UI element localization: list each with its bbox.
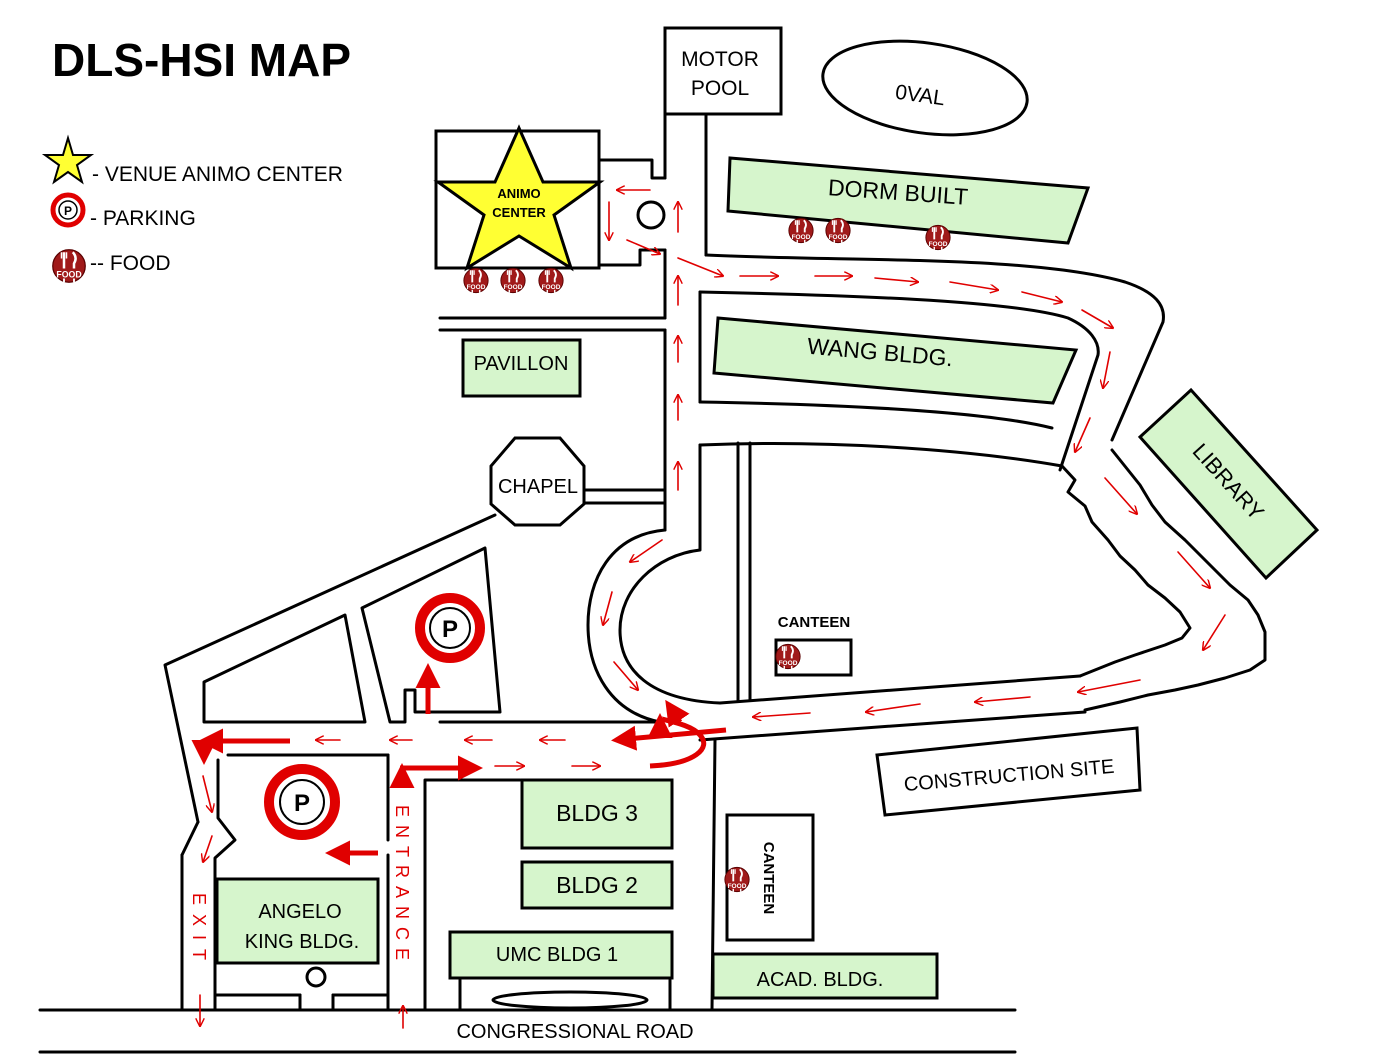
svg-text:POOL: POOL — [691, 77, 749, 100]
food-icon[interactable] — [824, 217, 852, 244]
library[interactable]: LIBRARY — [1137, 387, 1320, 581]
legend-food-label: -- FOOD — [90, 252, 170, 275]
svg-text:P: P — [64, 204, 72, 218]
svg-text:ACAD. BLDG.: ACAD. BLDG. — [757, 969, 884, 991]
svg-text:ANGELO: ANGELO — [258, 901, 341, 923]
acad-bldg[interactable]: ACAD. BLDG. — [711, 952, 939, 1000]
dorm-built[interactable]: DORM BUILT — [726, 156, 1091, 245]
svg-text:UMC BLDG 1: UMC BLDG 1 — [496, 944, 618, 966]
exit-label: EXIT — [189, 893, 209, 969]
congressional-road-label: CONGRESSIONAL ROAD — [456, 1021, 693, 1043]
chapel[interactable]: CHAPEL — [489, 436, 586, 527]
venue-star-legend-icon — [41, 134, 95, 185]
svg-text:P: P — [294, 790, 310, 817]
svg-text:KING BLDG.: KING BLDG. — [245, 931, 359, 953]
food-icon[interactable] — [787, 217, 815, 244]
svg-text:P: P — [442, 616, 458, 643]
svg-text:CHAPEL: CHAPEL — [498, 476, 578, 498]
food-icon[interactable] — [499, 267, 527, 294]
map-title: DLS-HSI MAP — [52, 34, 351, 86]
entrance-label: ENTRANCE — [392, 805, 412, 968]
roads — [38, 110, 1267, 1054]
legend: - VENUE ANIMO CENTER P - PARKING -- FOOD — [41, 134, 343, 284]
parking-icon-2[interactable]: P — [264, 764, 340, 840]
umc-bldg1[interactable]: UMC BLDG 1 — [448, 930, 674, 980]
bldg3[interactable]: BLDG 3 — [520, 778, 674, 850]
construction-site[interactable]: CONSTRUCTION SITE — [875, 726, 1142, 817]
svg-text:CANTEEN: CANTEEN — [760, 842, 777, 915]
angelo-king-bldg[interactable]: ANGELO KING BLDG. — [215, 877, 380, 988]
svg-text:ANIMO: ANIMO — [497, 186, 540, 201]
svg-text:PAVILLON: PAVILLON — [474, 353, 569, 375]
parking-icon-1[interactable]: P — [415, 593, 485, 663]
oval[interactable]: 0VAL — [817, 29, 1034, 147]
wang-bldg[interactable]: WANG BLDG. — [712, 316, 1079, 405]
motor-pool[interactable]: MOTOR POOL — [663, 26, 783, 116]
svg-text:CENTER: CENTER — [492, 205, 546, 220]
road-island — [491, 990, 649, 1010]
food-icon[interactable] — [774, 643, 802, 670]
route-arrows-bold — [191, 663, 727, 866]
pavillon[interactable]: PAVILLON — [461, 338, 582, 398]
svg-text:BLDG 2: BLDG 2 — [556, 872, 638, 898]
food-legend-icon — [51, 248, 87, 284]
route-arrows — [200, 190, 1226, 1029]
svg-text:BLDG 3: BLDG 3 — [556, 800, 638, 826]
animo-center[interactable]: ANIMO CENTER — [433, 124, 666, 272]
food-icon[interactable] — [537, 267, 565, 294]
svg-text:MOTOR: MOTOR — [681, 48, 759, 71]
parking-legend-icon: P — [50, 192, 86, 228]
venue-star-icon — [433, 124, 605, 272]
bldg2[interactable]: BLDG 2 — [520, 860, 674, 910]
food-icon[interactable] — [462, 267, 490, 294]
svg-text:CANTEEN: CANTEEN — [778, 614, 851, 631]
food-icon[interactable] — [924, 224, 952, 251]
food-icon[interactable] — [723, 866, 751, 893]
legend-venue-label: - VENUE ANIMO CENTER — [92, 163, 343, 186]
legend-parking-label: - PARKING — [90, 207, 196, 230]
